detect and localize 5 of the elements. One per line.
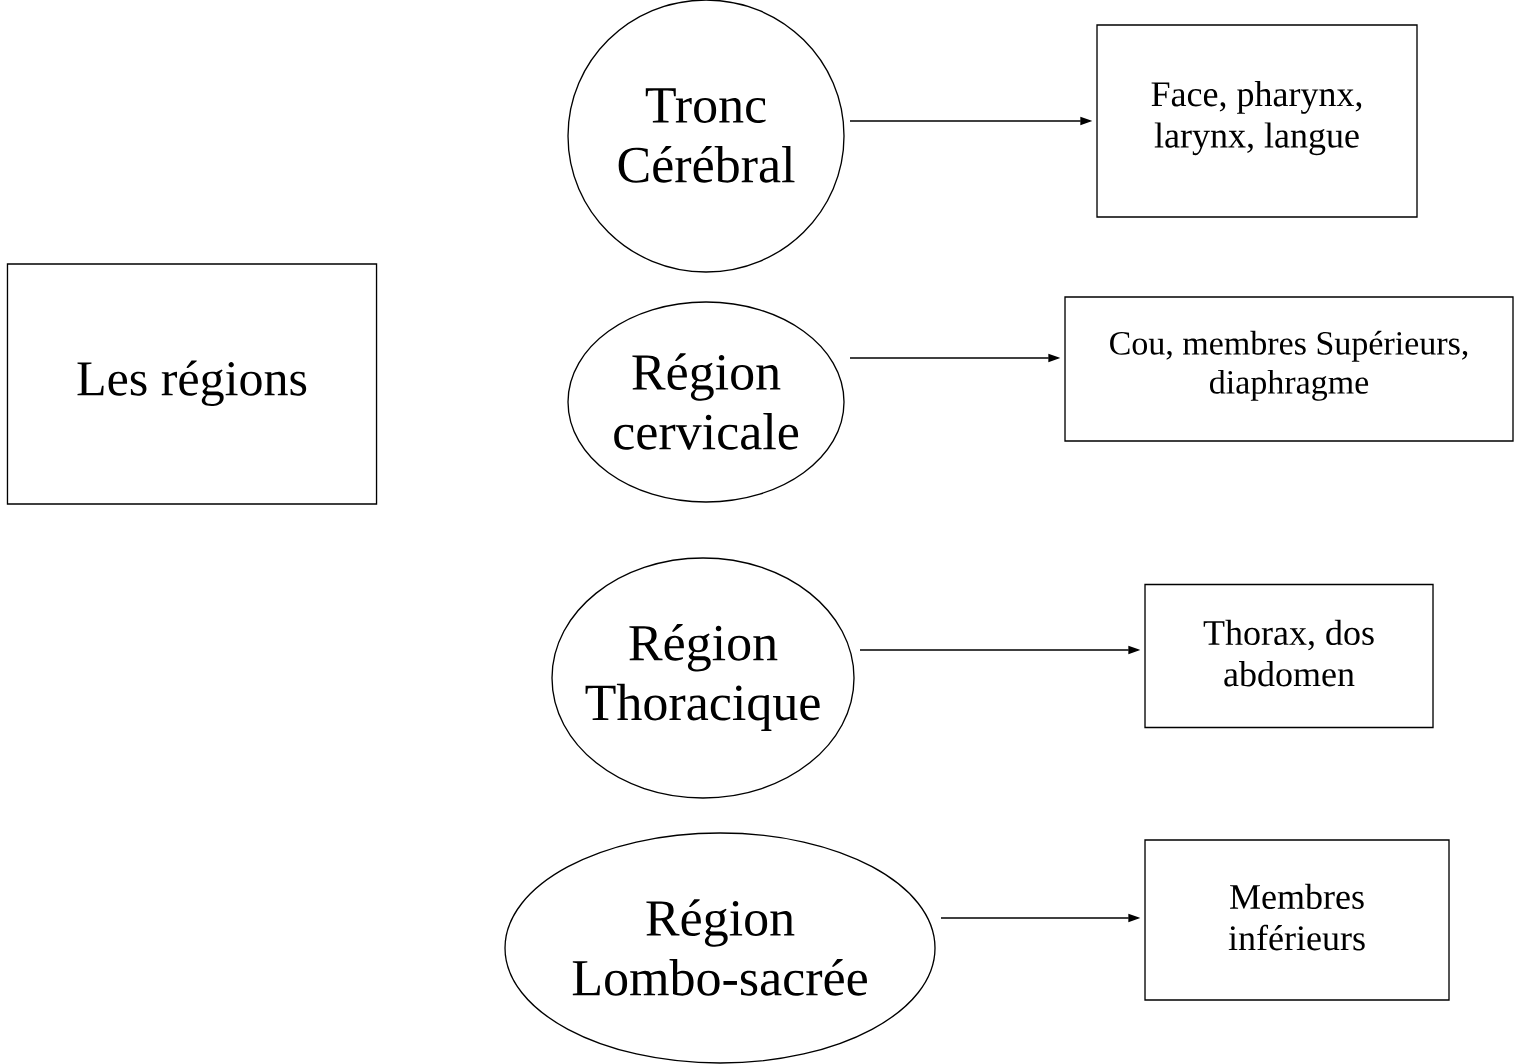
text-box: Cou, membres Supérieurs, diaphragme (1064, 296, 1514, 442)
text-box: Les régions (6, 263, 378, 505)
text-box: Face, pharynx, larynx, langue (1096, 24, 1418, 218)
text-box: Thorax, dos abdomen (1144, 583, 1434, 729)
text-box: Membres inférieurs (1144, 839, 1450, 1001)
